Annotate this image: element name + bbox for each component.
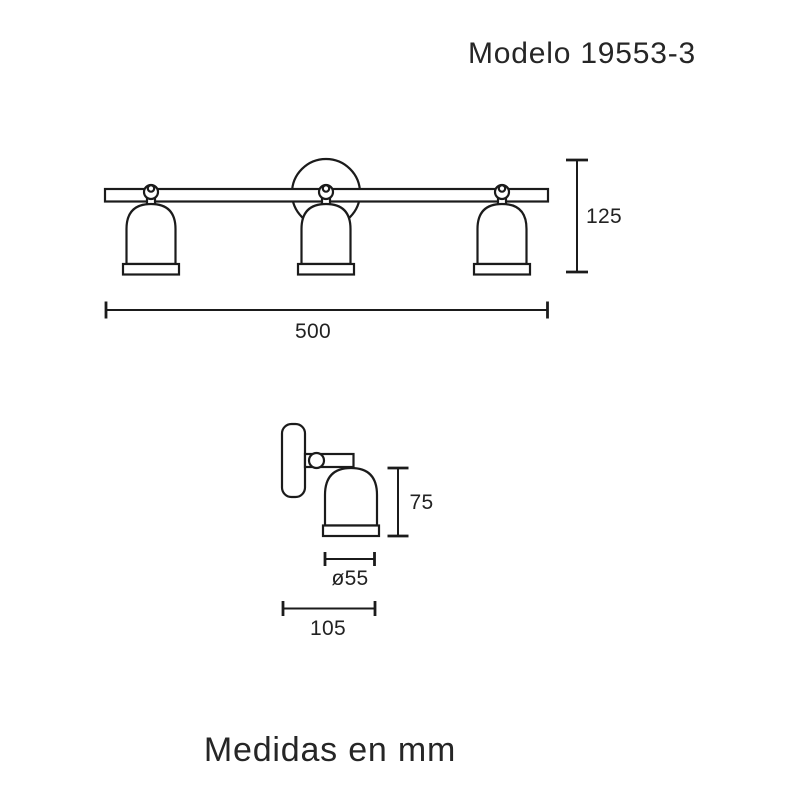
spotlight-center — [296, 183, 356, 276]
swivel-knob-ball — [146, 184, 156, 193]
spotlight-shade — [476, 202, 528, 266]
units-caption: Medidas en mm — [204, 731, 456, 769]
dimension-front-height: 125 — [566, 158, 622, 274]
side-view-drawing: 75 ø55 105 — [280, 422, 434, 640]
model-title: Modelo 19553-3 — [468, 37, 696, 70]
spotlight-rim — [296, 262, 356, 276]
swivel-knob-ball — [321, 184, 331, 193]
front-view-drawing: 125 500 — [103, 157, 622, 343]
spotlight-rim-side — [321, 524, 381, 538]
dimension-side-height: 75 — [387, 466, 434, 538]
spotlight-rim — [472, 262, 532, 276]
dimension-label: 105 — [310, 617, 346, 640]
dimension-label: 500 — [295, 320, 331, 343]
dimension-label: 75 — [410, 491, 434, 514]
spotlight-shade-side — [323, 466, 379, 527]
pivot-joint — [307, 451, 326, 470]
spotlight-right — [472, 183, 532, 276]
wall-plate — [280, 422, 307, 499]
spotlight-rim — [121, 262, 181, 276]
dimension-label: 125 — [586, 205, 622, 228]
dimension-shade-diameter: ø55 — [323, 552, 376, 590]
spotlight-left — [121, 183, 181, 276]
swivel-knob-ball — [497, 184, 507, 193]
dimension-front-width: 500 — [104, 301, 549, 343]
dimension-label: ø55 — [331, 567, 368, 590]
spotlight-shade — [125, 202, 177, 266]
dimension-side-depth: 105 — [281, 601, 377, 640]
spotlight-shade — [300, 202, 352, 266]
